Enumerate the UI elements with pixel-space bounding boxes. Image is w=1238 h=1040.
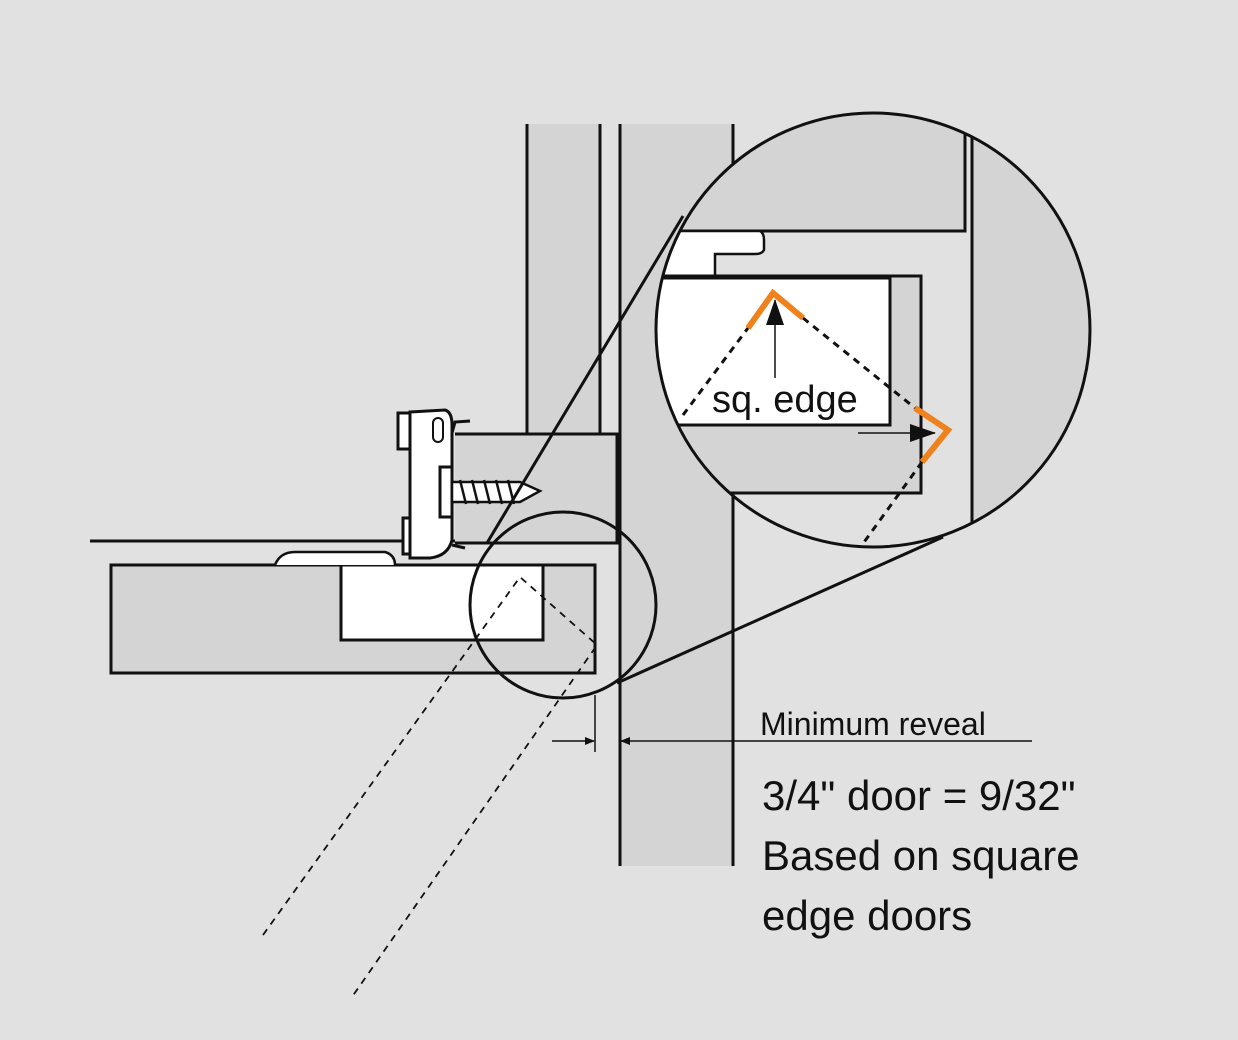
door-swing-lines — [262, 575, 599, 998]
sq-edge-label: sq. edge — [712, 379, 858, 421]
reveal-dimension — [552, 695, 1032, 752]
note-line-3: edge doors — [762, 892, 972, 939]
square-edge-marker — [745, 288, 953, 464]
hinge-arm — [396, 408, 471, 560]
screw — [450, 479, 543, 505]
note-line-2: Based on square — [762, 832, 1080, 879]
detail-circle-small — [468, 510, 658, 700]
face-frame — [527, 124, 600, 472]
minimum-reveal-label: Minimum reveal — [760, 706, 986, 742]
note-line-1: 3/4" door = 9/32" — [762, 772, 1076, 819]
hinge-cup — [339, 563, 545, 642]
